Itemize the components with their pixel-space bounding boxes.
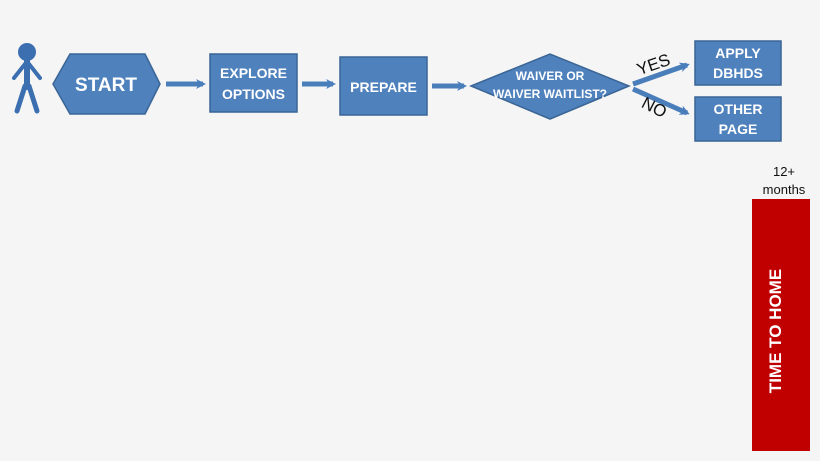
arrow-no [631, 86, 690, 116]
explore-label-line1: EXPLORE [220, 65, 287, 81]
other-label-line1: OTHER [714, 101, 763, 117]
other-page-node: OTHER PAGE [694, 96, 782, 142]
decision-label-line2: WAIVER WAITLIST? [493, 87, 607, 101]
apply-dbhds-node: APPLY DBHDS [694, 40, 782, 86]
explore-label-line2: OPTIONS [222, 86, 285, 102]
other-label-line2: PAGE [719, 121, 758, 137]
person-icon [12, 43, 42, 114]
apply-label-line1: APPLY [715, 45, 761, 61]
duration-label-line1: 12+ [773, 164, 795, 179]
start-node: START [52, 53, 161, 115]
duration-label-line2: months [763, 182, 806, 197]
prepare-node: PREPARE [339, 56, 428, 116]
prepare-label: PREPARE [350, 79, 417, 95]
apply-label-line2: DBHDS [713, 65, 763, 81]
decision-label-line1: WAIVER OR [516, 69, 585, 83]
arrow-yes [632, 62, 690, 87]
time-to-home-label: TIME TO HOME [766, 269, 785, 393]
time-to-home-bar: TIME TO HOME [752, 199, 810, 451]
no-label: NO [639, 93, 670, 122]
start-label: START [75, 75, 137, 96]
decision-node: WAIVER OR WAIVER WAITLIST? [469, 53, 631, 120]
explore-options-node: EXPLORE OPTIONS [209, 53, 298, 113]
